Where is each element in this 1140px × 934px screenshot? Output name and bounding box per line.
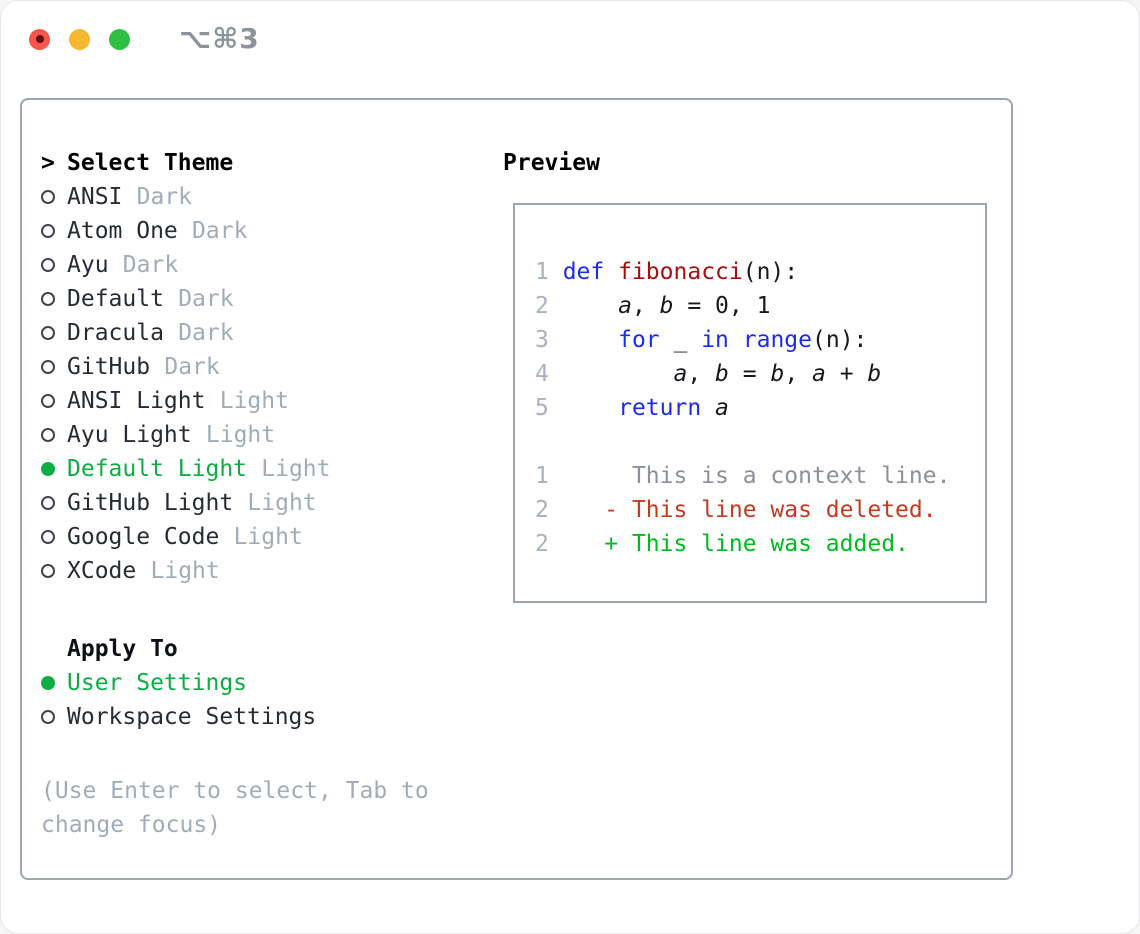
radio-icon xyxy=(41,190,55,204)
code-line: 2 a, b = 0, 1 xyxy=(535,293,771,319)
diff-deleted-line: 2 - This line was deleted. xyxy=(535,497,937,523)
radio-icon xyxy=(41,394,55,408)
apply-option-workspace-settings[interactable]: Workspace Settings xyxy=(41,700,429,734)
radio-icon xyxy=(41,462,55,476)
apply-option-user-settings[interactable]: User Settings xyxy=(41,666,429,700)
radio-icon xyxy=(41,710,55,724)
radio-icon xyxy=(41,292,55,306)
radio-icon xyxy=(41,428,55,442)
close-button[interactable] xyxy=(29,28,50,50)
radio-icon xyxy=(41,530,55,544)
hint-text: change focus) xyxy=(41,812,222,838)
radio-icon xyxy=(41,676,55,690)
radio-icon xyxy=(41,326,55,340)
preview-title: Preview xyxy=(503,150,600,176)
focus-dot-icon xyxy=(35,35,44,43)
minimize-button[interactable] xyxy=(69,28,90,50)
code-line: 5 return a xyxy=(535,395,729,421)
preview-header: Preview xyxy=(503,146,600,180)
radio-icon xyxy=(41,224,55,238)
code-line xyxy=(535,425,985,459)
maximize-button[interactable] xyxy=(109,28,130,50)
focus-caret-icon: > xyxy=(41,150,55,176)
code-sample: 1 def fibonacci(n): 2 a, b = 0, 1 3 for … xyxy=(515,205,985,561)
select-theme-title: Select Theme xyxy=(67,150,234,176)
radio-icon xyxy=(41,564,55,578)
spacer xyxy=(41,588,429,632)
radio-icon xyxy=(41,258,55,272)
hint-text: (Use Enter to select, Tab to xyxy=(41,778,429,804)
titlebar: ⌥⌘3 xyxy=(29,22,260,55)
theme-preview-pane: 1 def fibonacci(n): 2 a, b = 0, 1 3 for … xyxy=(513,203,987,603)
apply-to-header: Apply To xyxy=(41,632,429,666)
diff-added-line: 2 + This line was added. xyxy=(535,531,909,557)
spacer xyxy=(41,734,429,774)
radio-icon xyxy=(41,360,55,374)
code-line: 3 for _ in range(n): xyxy=(535,327,868,353)
select-theme-header: > Select Theme xyxy=(41,146,429,180)
apply-to-title: Apply To xyxy=(67,636,178,662)
window-title: ⌥⌘3 xyxy=(179,22,260,55)
radio-icon xyxy=(41,496,55,510)
code-line: 1 def fibonacci(n): xyxy=(535,259,799,285)
diff-context-line: 1 This is a context line. xyxy=(535,463,951,489)
code-line: 4 a, b = b, a + b xyxy=(535,361,882,387)
